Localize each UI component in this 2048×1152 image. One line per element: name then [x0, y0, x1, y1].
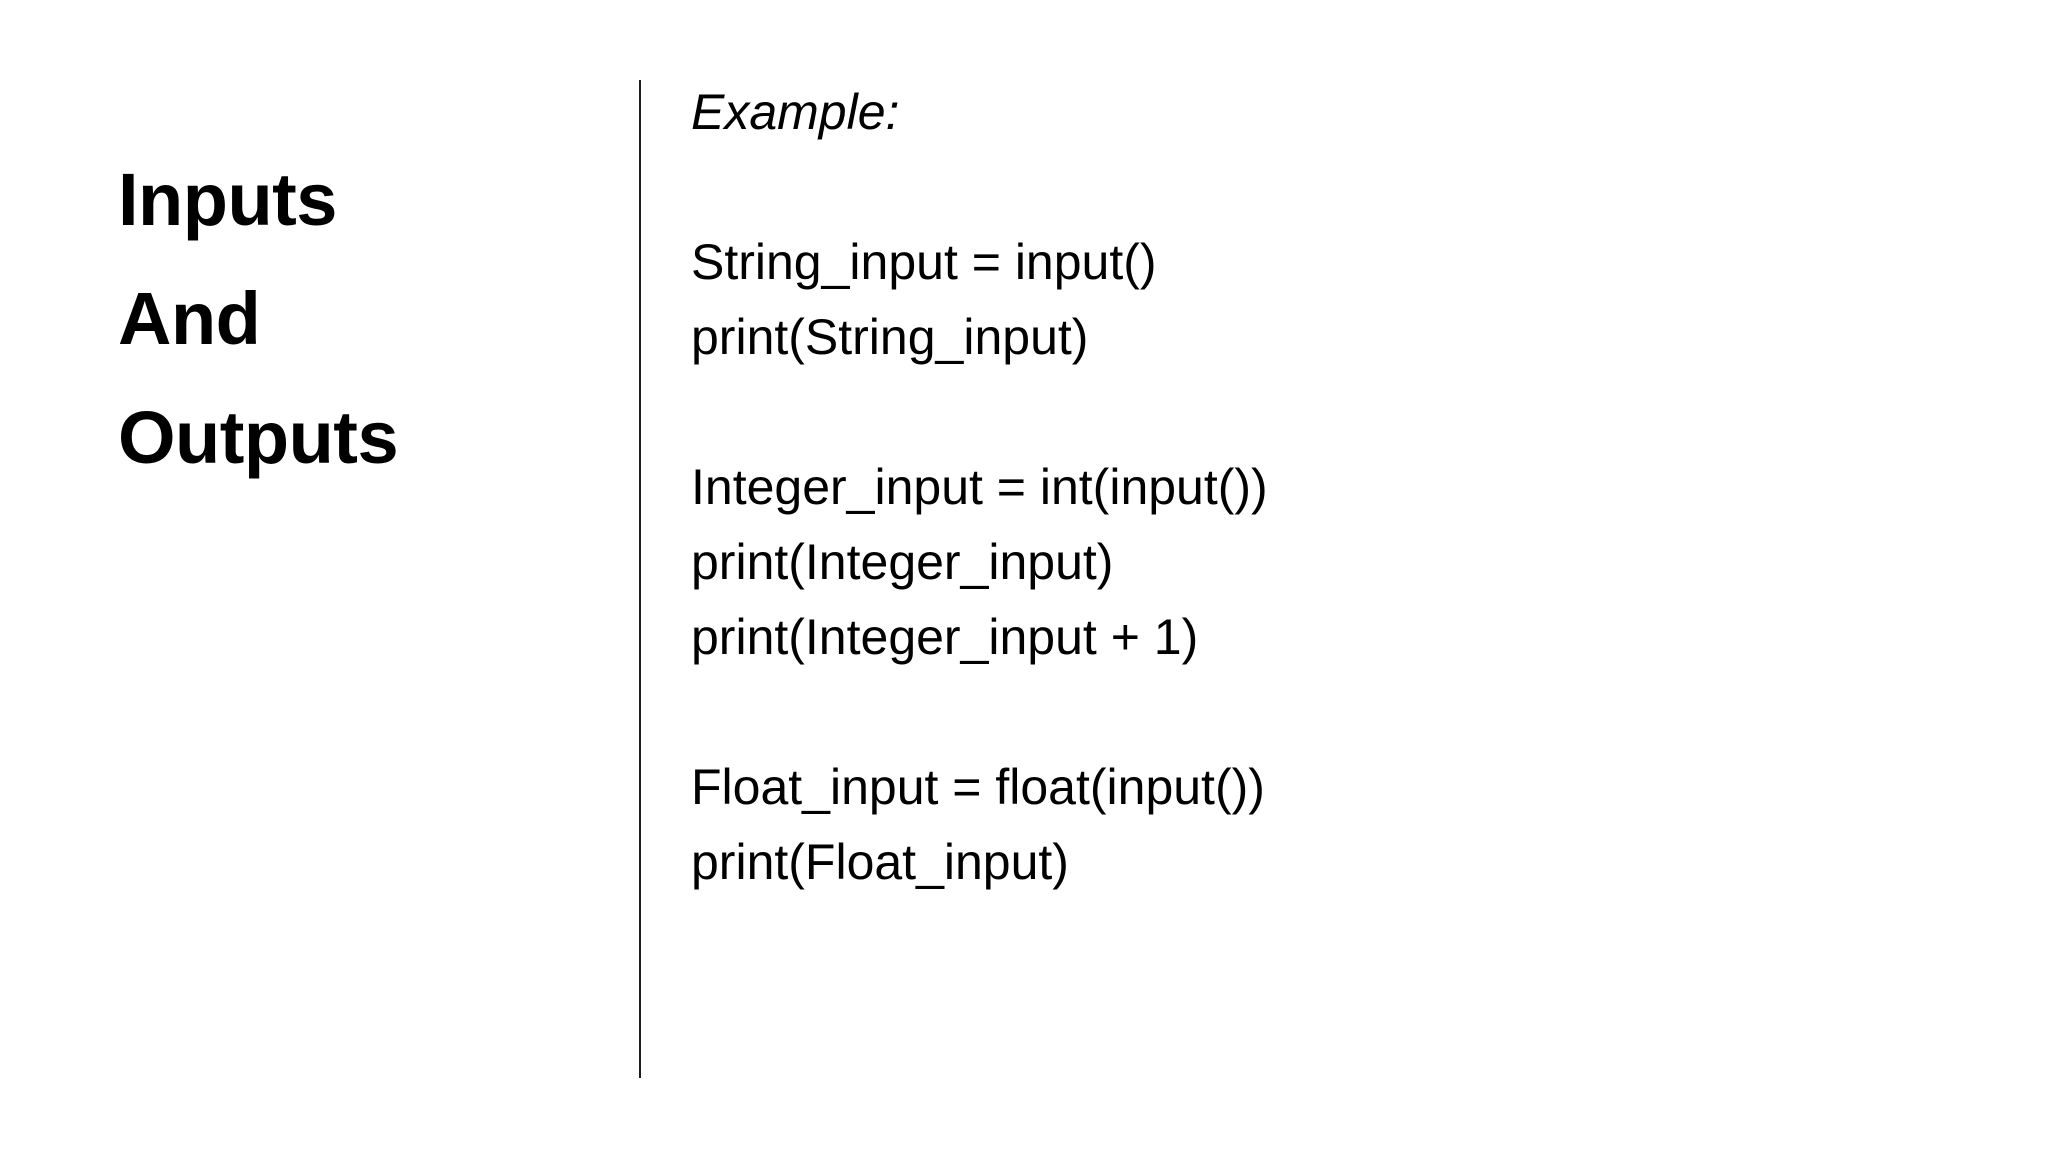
code-line: print(Integer_input): [691, 534, 1114, 590]
code-line: Integer_input = int(input()): [691, 459, 1268, 515]
example-label: Example:: [691, 84, 900, 140]
spacer-line: [691, 150, 1941, 225]
content-body: Example: String_input = input() print(St…: [691, 75, 1941, 900]
title-line-3: Outputs: [118, 396, 399, 479]
float-input-block: Float_input = float(input()) print(Float…: [691, 750, 1941, 900]
code-line: String_input = input(): [691, 234, 1157, 290]
title-line-1: Inputs: [118, 158, 337, 241]
integer-input-block: Integer_input = int(input()) print(Integ…: [691, 450, 1941, 675]
code-line: Float_input = float(input()): [691, 759, 1265, 815]
code-line: print(Integer_input + 1): [691, 609, 1199, 665]
spacer-line: [691, 375, 1941, 450]
string-input-block: String_input = input() print(String_inpu…: [691, 225, 1941, 375]
spacer-line: [691, 675, 1941, 750]
title-line-2: And: [118, 277, 261, 360]
vertical-divider: [639, 80, 641, 1078]
page-title: Inputs And Outputs: [118, 140, 588, 497]
code-line: print(Float_input): [691, 834, 1069, 890]
code-line: print(String_input): [691, 309, 1089, 365]
